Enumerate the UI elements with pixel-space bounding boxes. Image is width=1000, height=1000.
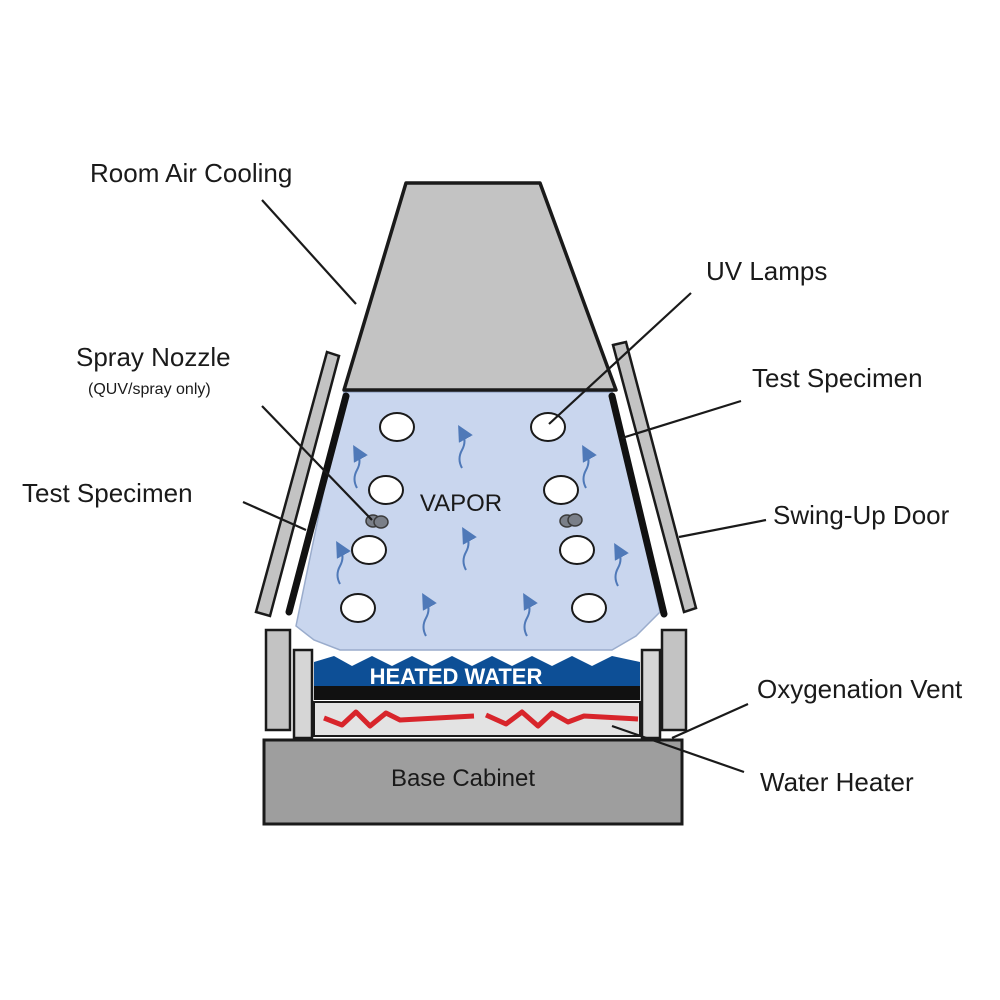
heated-water-label: HEATED WATER xyxy=(370,664,543,689)
leader-spray-nozzle xyxy=(261,405,373,521)
water-heater-label: Water Heater xyxy=(760,767,914,797)
leader-lines xyxy=(242,199,767,774)
leader-test-specimen-left xyxy=(242,500,307,532)
uv-lamp-icon xyxy=(340,412,607,623)
swing-up-door-left xyxy=(254,350,341,618)
cooling-hood xyxy=(342,181,618,392)
vapor-arrow-icon xyxy=(336,425,629,637)
base-cabinet: Base Cabinet xyxy=(262,738,684,826)
water-heater xyxy=(313,701,641,737)
spray-nozzle-label: Spray Nozzle xyxy=(76,342,231,372)
leader-oxygenation-vent xyxy=(671,702,749,740)
oxygenation-vent-posts xyxy=(264,628,688,740)
heater-coil-right xyxy=(484,709,639,729)
leader-swing-up-door xyxy=(678,518,767,539)
swing-up-door-label: Swing-Up Door xyxy=(773,500,950,530)
swing-up-door-right xyxy=(611,340,698,614)
specimen-wall-left xyxy=(285,392,350,616)
leader-water-heater xyxy=(611,724,745,774)
spray-nozzle-icon xyxy=(365,513,583,529)
leader-uv-lamps xyxy=(548,292,692,425)
spray-nozzle-note: (QUV/spray only) xyxy=(88,381,211,398)
water-pan-plate xyxy=(314,686,640,700)
leader-room-air-cooling xyxy=(261,199,357,305)
room-air-cooling-label: Room Air Cooling xyxy=(90,158,292,188)
test-specimen-left-label: Test Specimen xyxy=(22,478,193,508)
vapor-label: VAPOR xyxy=(420,490,502,517)
leader-test-specimen-right xyxy=(621,399,742,440)
heated-water xyxy=(314,656,640,686)
heater-coil-left xyxy=(323,709,475,729)
base-cabinet-label: Base Cabinet xyxy=(391,765,535,792)
specimen-wall-right xyxy=(608,392,668,618)
oxygenation-vent-label: Oxygenation Vent xyxy=(757,674,963,704)
test-specimen-right-label: Test Specimen xyxy=(752,363,923,393)
uv-lamps-label: UV Lamps xyxy=(706,256,827,286)
